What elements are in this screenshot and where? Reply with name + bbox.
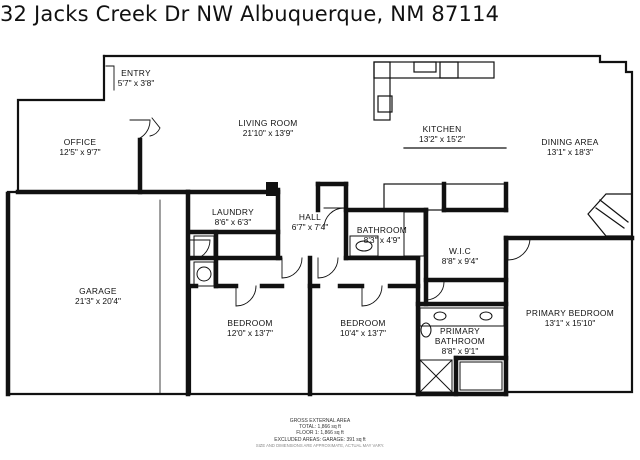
property-address: 32 Jacks Creek Dr NW Albuquerque, NM 871… (0, 2, 500, 26)
area-excluded: EXCLUDED AREAS: GARAGE: 391 sq ft (274, 436, 366, 443)
area-summary: GROSS EXTERNAL AREA TOTAL: 1,866 sq ft F… (256, 418, 384, 449)
kitchen-fixtures (373, 61, 633, 237)
area-summary-heading: GROSS EXTERNAL AREA (289, 418, 351, 424)
door-swings (105, 65, 531, 307)
area-disclaimer: SIZE AND DIMENSIONS ARE APPROXIMATE, ACT… (255, 442, 385, 448)
interior-walls (5, 137, 635, 397)
area-floor-1: FLOOR 1: 1,866 sq ft (296, 430, 344, 437)
windows (7, 89, 633, 395)
bath-fixtures (193, 211, 505, 393)
area-total: TOTAL: 1,866 sq ft (299, 424, 341, 431)
